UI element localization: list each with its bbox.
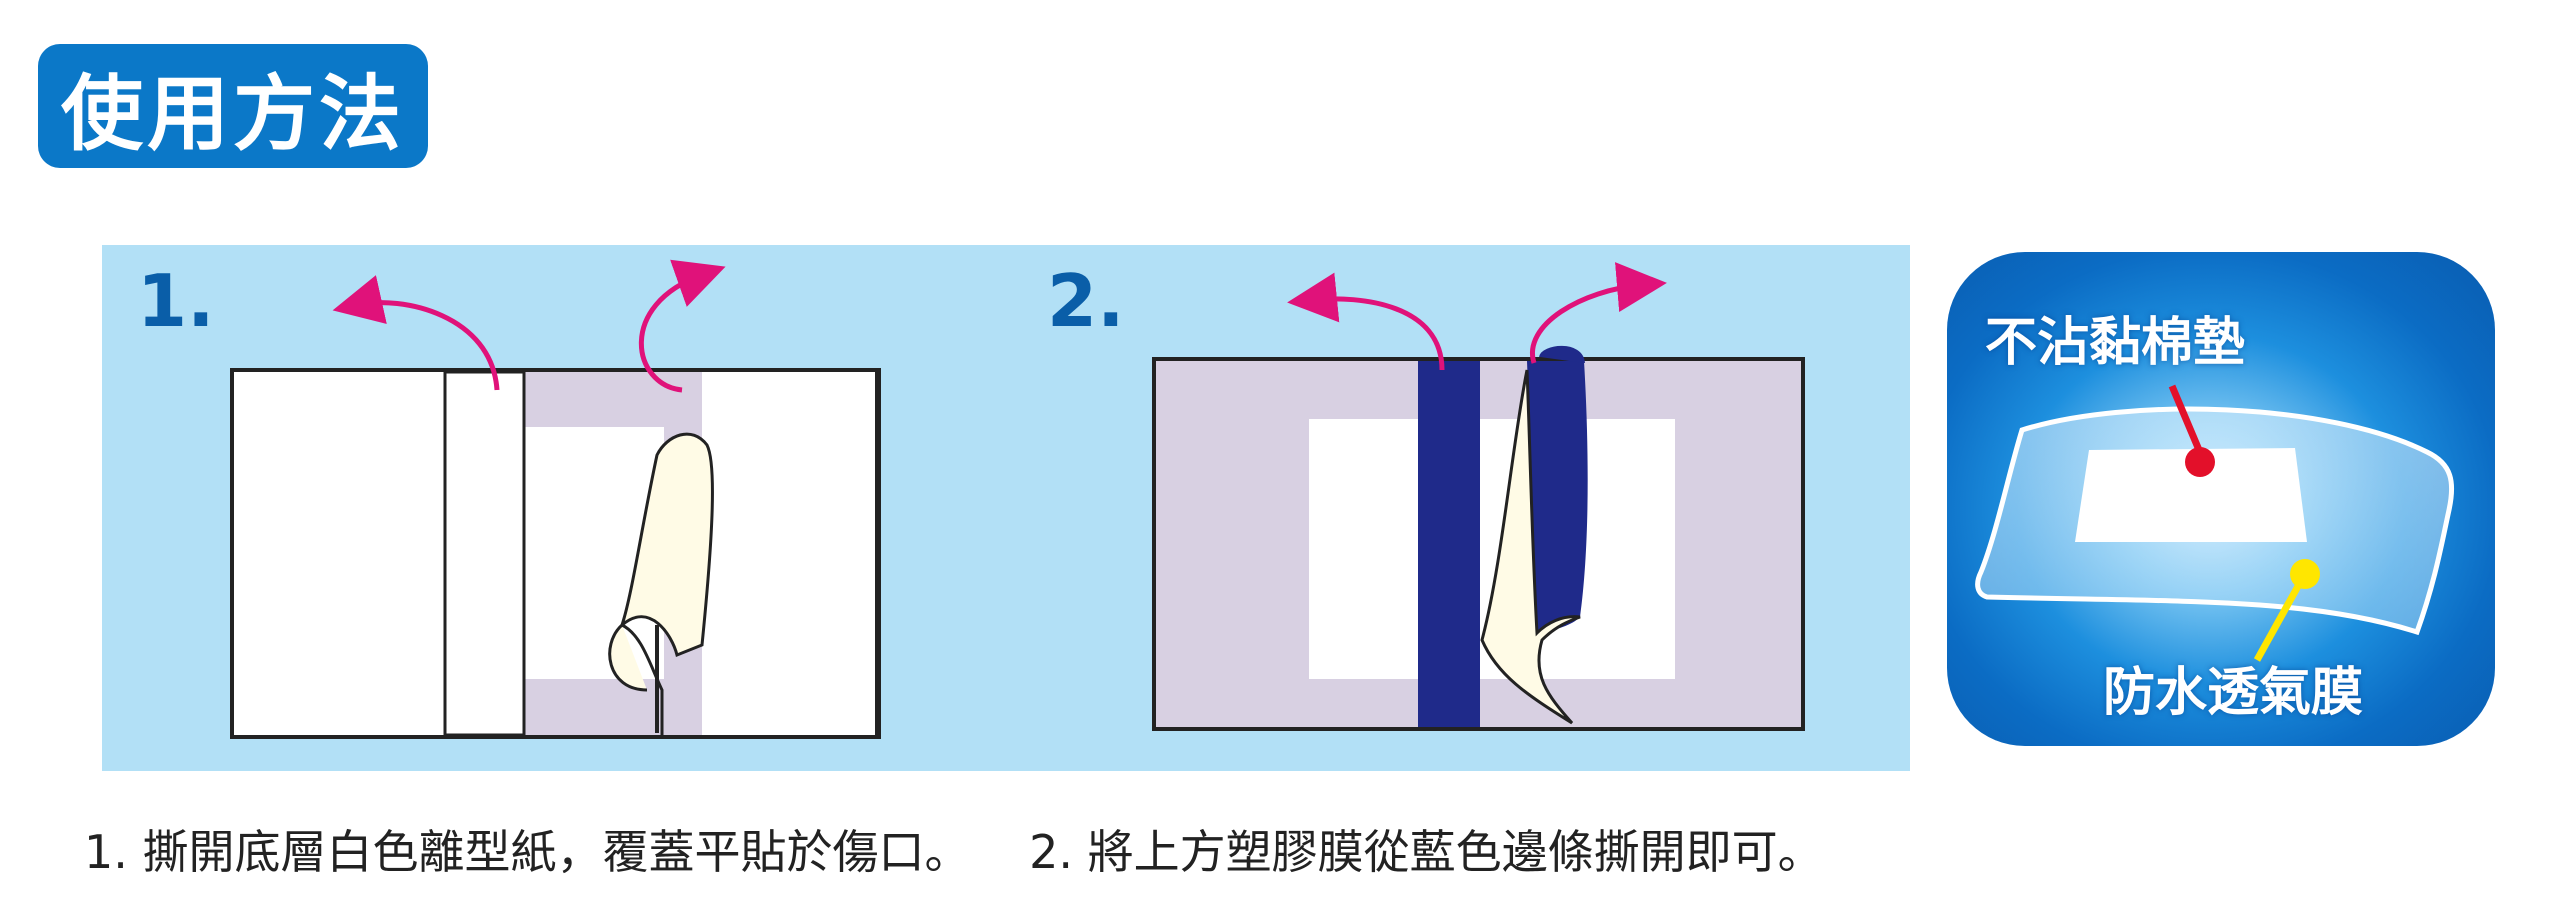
step-2-arrow-left (1287, 272, 1445, 371)
film-pointer-line (2253, 577, 2306, 662)
bandage-structure-illustration (1975, 384, 2455, 662)
pad-pointer-dot (2185, 447, 2215, 477)
film-label: 防水透氣膜 (2103, 663, 2364, 723)
non-stick-pad-shape (2075, 448, 2307, 542)
step-1-arrow-right (638, 259, 726, 393)
pad-pointer-line (2168, 384, 2203, 452)
step-2-arrow-right (1530, 262, 1667, 364)
steps-illustration (230, 259, 1805, 739)
step-2-number: 2. (1047, 259, 1125, 343)
film-pointer-dot (2290, 559, 2320, 589)
structure-info-box: 不沾黏棉墊 防水透氣膜 (1947, 252, 2495, 746)
step-1-bandage (230, 368, 881, 739)
instructions-text: 1. 撕開底層白色離型紙，覆蓋平貼於傷口。 2. 將上方塑膠膜從藍色邊條撕開即可… (84, 816, 2504, 882)
step-1-number: 1. (137, 259, 215, 343)
title-badge: 使用方法 (38, 44, 428, 168)
page-title: 使用方法 (60, 66, 405, 162)
step-2-bandage (1152, 345, 1805, 731)
instruction-step-2: 2. 將上方塑膠膜從藍色邊條撕開即可。 (1029, 825, 1824, 879)
step-1-arrow-left (332, 275, 500, 391)
pad-label: 不沾黏棉墊 (1985, 313, 2246, 373)
instruction-step-1: 1. 撕開底層白色離型紙，覆蓋平貼於傷口。 (84, 825, 971, 879)
steps-panel: 1. 2. (102, 245, 1910, 771)
